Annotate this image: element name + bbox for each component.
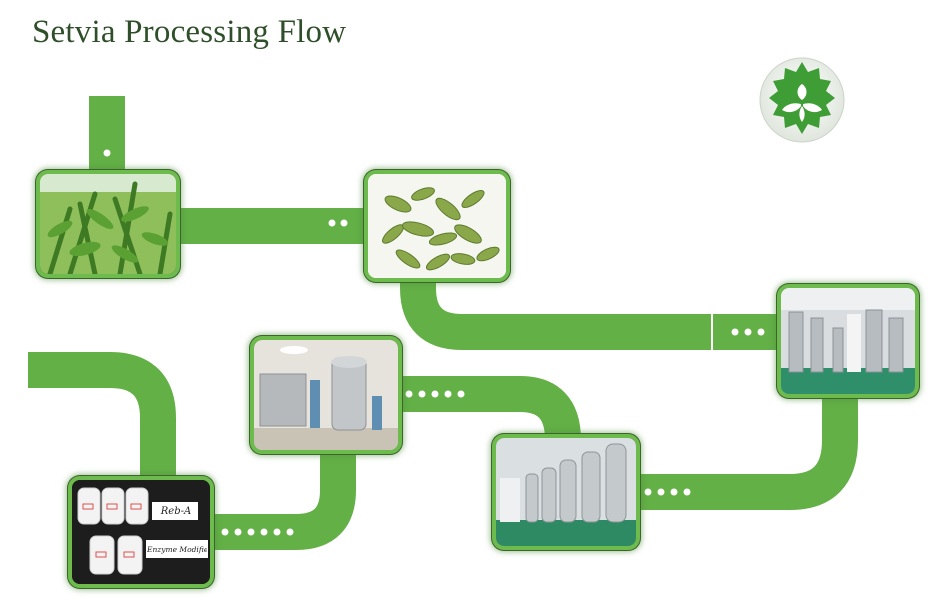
path-segment-leaves-to-factory <box>400 270 785 350</box>
purification-tanks-photo <box>492 434 640 550</box>
stevia-plant-image <box>40 174 176 274</box>
stevia-leaf-logo-icon <box>759 57 845 143</box>
final-product-photo: Reb-A Enzyme Modified <box>68 476 214 588</box>
page-title: Setvia Processing Flow <box>32 14 347 50</box>
path-segment-granulator-to-product <box>205 445 356 550</box>
granulator-machine-image <box>254 340 398 450</box>
path-dots <box>103 149 765 536</box>
factory-tanks-image <box>781 288 915 394</box>
path-segment-tanks-to-granulator <box>395 376 581 441</box>
dried-leaves-image <box>368 174 506 278</box>
drying-equipment-photo <box>250 336 402 454</box>
extraction-workshop-photo <box>777 284 919 398</box>
path-segment-left-entry <box>28 352 176 480</box>
product-label-reb-a: Reb-A <box>160 506 192 517</box>
product-label-enzyme-modified: Enzyme Modified <box>147 545 207 554</box>
stevia-field-photo <box>36 170 180 278</box>
powder-bags-image <box>72 480 210 584</box>
dried-leaves-photo <box>364 170 510 282</box>
steel-tanks-image <box>496 438 636 546</box>
path-segment-factory-to-tanks <box>630 388 858 510</box>
